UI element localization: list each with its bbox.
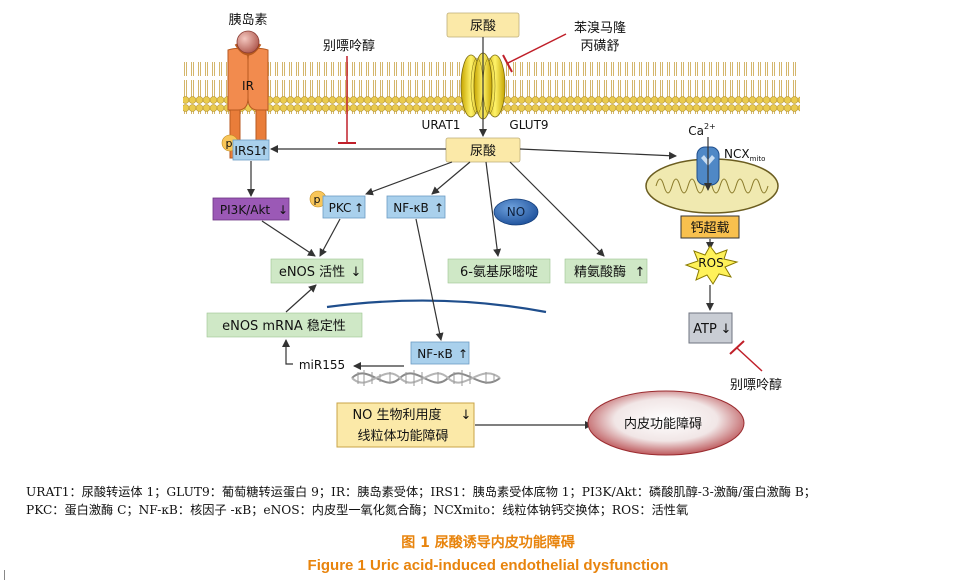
allopurinol-tbar-bottom [729, 340, 745, 355]
nfkb-label-1: NF-κB [393, 201, 429, 215]
pi3k-akt-label: PI3K/Akt [220, 203, 270, 217]
calcium-overload-label: 钙超载 [690, 221, 729, 236]
mir155-label: miR155 [299, 358, 345, 372]
boundary-curve [326, 299, 547, 314]
no-molecule [493, 198, 539, 226]
uric-to-nfkb-arrow [431, 161, 471, 195]
glut9-label: GLUT9 [509, 118, 548, 132]
irs1-label: IRS1 [234, 144, 261, 158]
dna-helix [351, 370, 501, 386]
enos-mrna-box [206, 312, 363, 338]
pi3k-akt-box [212, 197, 290, 221]
arginase-up-arrow: ↑ [635, 265, 646, 280]
no-bioavailability-label: NO 生物利用度 [352, 407, 441, 423]
insulin-label: 胰岛素 [228, 12, 267, 28]
nfkb-box-1 [386, 195, 446, 219]
ncx-mito-label: NCXmito [724, 147, 765, 163]
legend-line-1: URAT1：尿酸转运体 1；GLUT9：葡萄糖转运蛋白 9；IR：胰岛素受体；I… [26, 485, 816, 499]
no-bioavailability-box [336, 402, 475, 448]
abbreviation-legend: URAT1：尿酸转运体 1；GLUT9：葡萄糖转运蛋白 9；IR：胰岛素受体；I… [26, 483, 956, 519]
ca-label: Ca2+ [688, 122, 716, 138]
probenecid-label: 丙磺舒 [580, 39, 619, 54]
benzbromarone-tbar [502, 54, 513, 73]
phospho-label-irs1: p [226, 137, 233, 150]
no-bioavailability-down-arrow: ↓ [461, 408, 472, 423]
mito-dysfunction-label: 线粒体功能障碍 [357, 429, 448, 444]
nfkb1-up-arrow: ↑ [434, 201, 444, 215]
insulin-ball [236, 30, 260, 54]
endothelial-dysfunction-ellipse [587, 390, 745, 456]
ros-burst [684, 245, 739, 285]
mrna-to-enos-arrow [285, 284, 317, 313]
irs1-box [232, 139, 270, 161]
nfkb2-up-arrow: ↑ [458, 347, 468, 361]
aminouracil-label: 6-氨基尿嘧啶 [460, 265, 538, 280]
nfkb-box-2 [410, 341, 470, 365]
urat1-glut9-transporter [460, 52, 506, 120]
enos-activity-label: eNOS 活性 [279, 265, 345, 280]
ros-label: ROS [698, 256, 723, 270]
endothelial-dysfunction-label: 内皮功能障碍 [624, 416, 702, 432]
legend-line-2: PKC：蛋白激酶 C；NF-κB：核因子 -κB；eNOS：内皮型一氧化氮合酶；… [26, 503, 689, 517]
allopurinol-label-top: 别嘌呤醇 [323, 38, 375, 54]
uric-acid-extracellular-label: 尿酸 [470, 19, 496, 34]
no-label: NO [507, 205, 525, 219]
figure-caption-en: Figure 1 Uric acid-induced endothelial d… [307, 557, 669, 574]
pkc-up-arrow: ↑ [354, 201, 364, 215]
uric-to-mito-arrow [519, 148, 677, 160]
pkc-to-enos-arrow [319, 218, 341, 257]
ir-label: IR [242, 79, 254, 93]
enos-activity-box [270, 258, 364, 284]
atp-box [688, 312, 733, 344]
pi3k-down-arrow: ↓ [278, 203, 288, 217]
pi3k-to-enos-arrow [261, 220, 316, 257]
phospho-label-pkc: p [314, 193, 321, 206]
nfkb1-to-nfkb2-arrow [415, 218, 444, 341]
mechanism-diagram: 胰岛素 IR 别嘌呤醇 尿酸 URAT1 GLUT9 苯溴马隆 丙磺舒 尿酸 p… [183, 12, 800, 456]
urat1-label: URAT1 [422, 118, 461, 132]
arginase-box [564, 258, 648, 284]
pkc-label: PKC [329, 201, 352, 215]
figure-caption-cn: 图 1 尿酸诱导内皮功能障碍 [401, 535, 575, 551]
pkc-box [322, 195, 366, 219]
uric-to-arginase-arrow [509, 161, 605, 257]
calcium-overload-box [680, 215, 740, 239]
uric-acid-intracellular-label: 尿酸 [470, 144, 496, 159]
uric-to-pkc-arrow [365, 161, 453, 196]
allopurinol-label-bottom: 别嘌呤醇 [730, 377, 782, 393]
benzbromarone-label: 苯溴马隆 [574, 21, 626, 36]
enos-activity-down-arrow: ↓ [351, 265, 362, 280]
page-edge-mark [4, 570, 5, 580]
uric-to-aminouracil-arrow [485, 161, 502, 257]
arginase-label: 精氨酸酶 [574, 264, 626, 280]
uric-acid-intracellular-box [445, 137, 521, 163]
nfkb-label-2: NF-κB [417, 347, 453, 361]
aminouracil-box [447, 258, 551, 284]
benzbromarone-inhibit-line [507, 33, 567, 64]
irs1-up-arrow: ↑ [259, 144, 269, 158]
atp-down-arrow: ↓ [721, 322, 732, 337]
allopurinol-inhibit-line-bottom [736, 347, 763, 372]
atp-label: ATP [693, 322, 717, 337]
mir155-to-mrna-arrow [282, 339, 293, 365]
enos-mrna-label: eNOS mRNA 稳定性 [222, 318, 346, 334]
